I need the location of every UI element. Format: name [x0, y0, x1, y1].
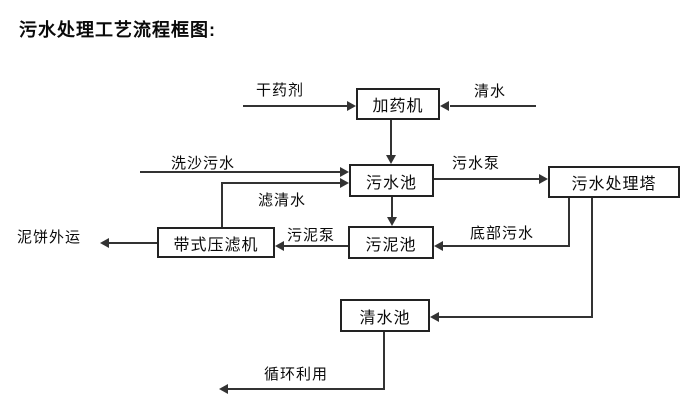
edge-tower-to-clean-vline: [591, 198, 593, 318]
edge-label-sludge-pump: 污泥泵: [287, 227, 336, 244]
edge-sludge-pump-line: [284, 245, 348, 247]
edge-recycle-vline: [383, 332, 385, 390]
arrowhead-left-icon: [434, 241, 443, 251]
edge-label-clean-water: 清水: [474, 83, 507, 100]
edge-bottom-sewage-hline: [443, 245, 570, 247]
node-sewage-pool: 污水池: [349, 164, 434, 197]
arrowhead-left-icon: [275, 241, 284, 251]
page-title: 污水处理工艺流程框图:: [19, 20, 216, 40]
arrowhead-down-icon: [386, 155, 396, 164]
arrowhead-right-icon: [347, 101, 356, 111]
edge-label-sand-washing: 洗沙污水: [171, 155, 236, 172]
edge-mud-cake-line: [109, 242, 157, 244]
edge-label-filtered-water: 滤清水: [258, 192, 307, 209]
edge-dry-chemical-line: [243, 105, 347, 107]
edge-sewage-to-sludge-line: [391, 197, 393, 219]
node-clean-water-pool: 清水池: [340, 299, 430, 332]
arrowhead-down-icon: [387, 217, 397, 226]
node-sludge-pool: 污泥池: [348, 226, 434, 259]
arrowhead-left-icon: [100, 238, 109, 248]
arrowhead-left-icon: [430, 312, 439, 322]
edge-bottom-sewage-vline: [568, 198, 570, 246]
edge-label-bottom-sewage: 底部污水: [470, 225, 535, 242]
edge-label-sewage-pump: 污水泵: [452, 155, 501, 172]
edge-recycle-hline: [228, 388, 385, 390]
edge-filtered-water-hline: [221, 182, 340, 184]
arrowhead-right-icon: [340, 167, 349, 177]
node-dosing-machine: 加药机: [356, 88, 440, 120]
edge-sewage-pump-line: [434, 178, 539, 180]
edge-label-dry-chemical: 干药剂: [256, 82, 305, 99]
arrowhead-right-icon: [340, 178, 349, 188]
edge-tower-to-clean-hline: [439, 316, 593, 318]
edge-filtered-water-vline: [221, 183, 223, 227]
node-belt-filter-press: 带式压滤机: [157, 227, 275, 258]
arrowhead-right-icon: [539, 174, 548, 184]
edge-label-mud-cake: 泥饼外运: [17, 229, 82, 246]
arrowhead-left-icon: [219, 384, 228, 394]
node-treatment-tower: 污水处理塔: [548, 166, 680, 198]
arrowhead-left-icon: [440, 101, 449, 111]
edge-clean-water-line: [450, 105, 536, 107]
edge-label-recycle: 循环利用: [264, 366, 329, 383]
edge-sand-washing-line: [140, 171, 340, 173]
edge-dosing-to-sewage-line: [390, 120, 392, 157]
